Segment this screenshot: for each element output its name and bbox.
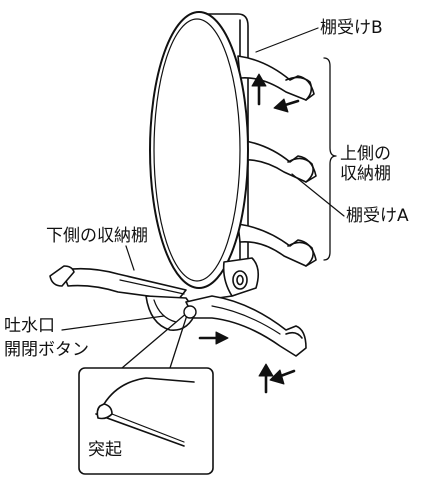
label-upper-storage-1: 上側の — [340, 144, 391, 164]
label-shelf-bracket-b: 棚受けB — [320, 18, 383, 38]
label-protrusion: 突起 — [88, 440, 122, 460]
label-shelf-bracket-a: 棚受けA — [346, 206, 409, 226]
oval-panel — [149, 11, 249, 289]
lower-shelf — [49, 265, 187, 301]
bracket-a — [237, 223, 317, 267]
label-spout-2: 開閉ボタン — [4, 340, 89, 360]
leader-lines — [61, 27, 345, 435]
bracket-middle — [239, 139, 317, 183]
arrows — [198, 73, 300, 394]
label-upper-storage-2: 収納棚 — [340, 164, 391, 184]
latch — [222, 257, 260, 297]
label-lower-storage: 下側の収納棚 — [46, 226, 148, 246]
bracket-b — [237, 55, 315, 101]
label-spout-1: 吐水口 — [4, 316, 55, 336]
detail-callout — [78, 305, 214, 475]
lower-right-shelf — [185, 295, 307, 357]
upper-storage-brace — [323, 57, 337, 261]
